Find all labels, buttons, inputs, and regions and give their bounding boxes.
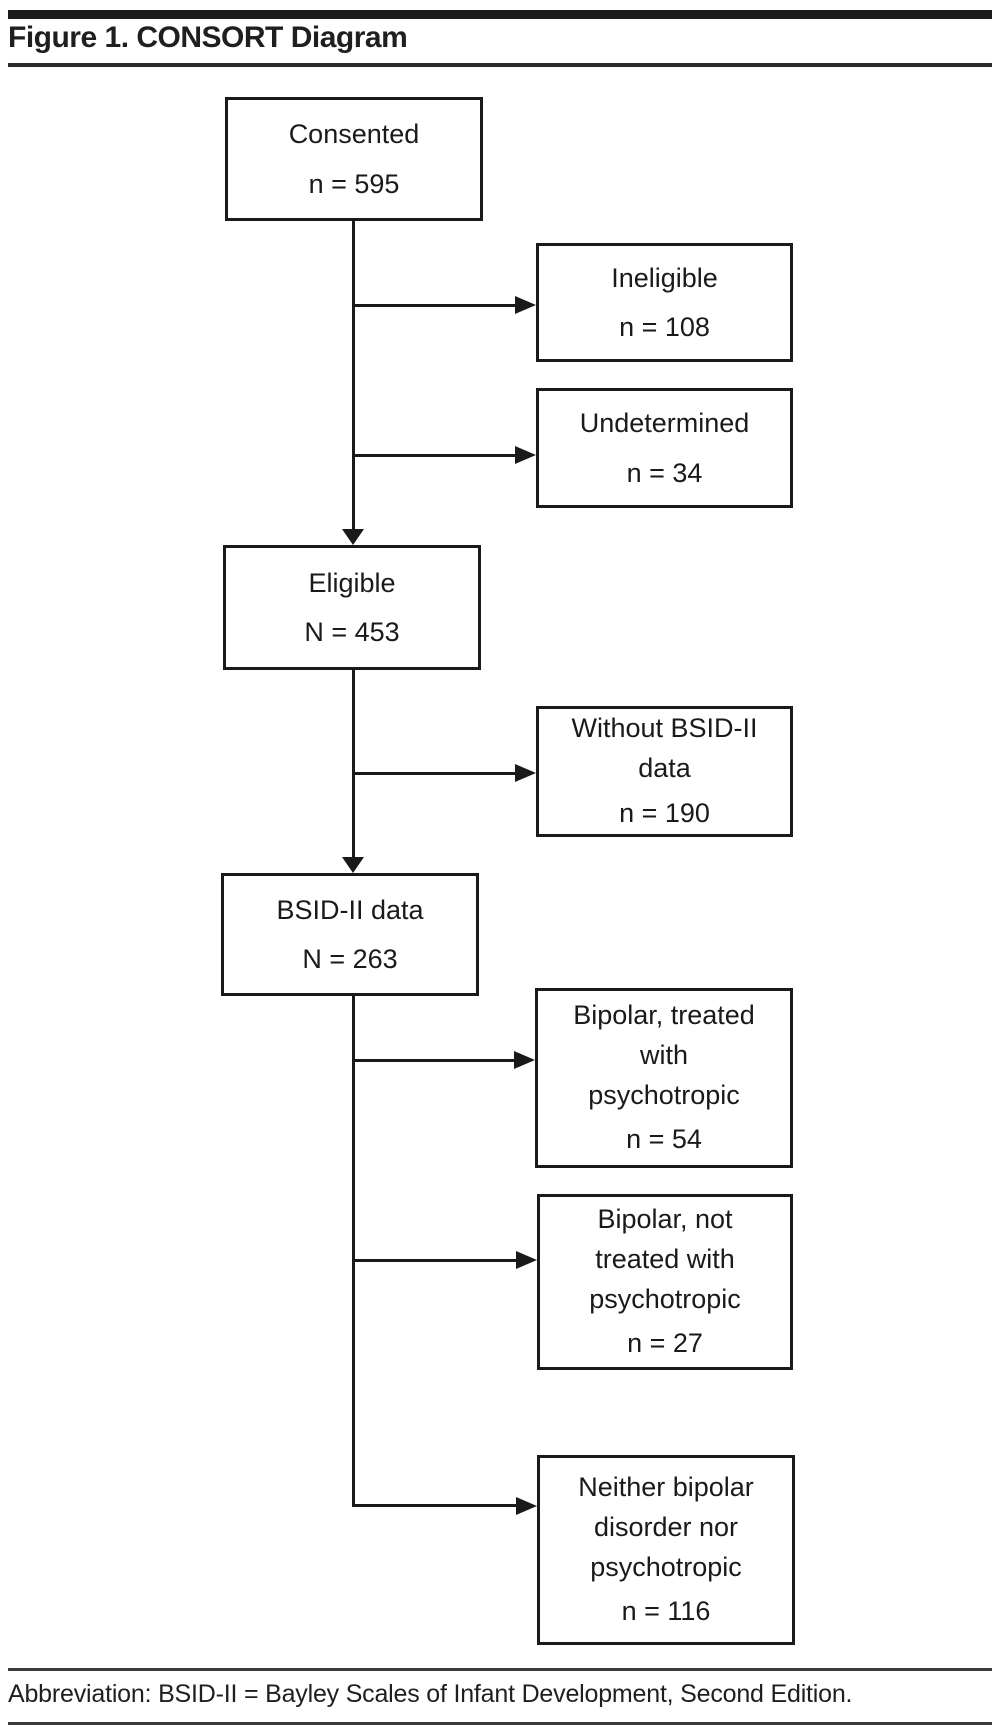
- node-label: Eligible: [308, 567, 396, 598]
- node-neither-text: Neither bipolar disorder nor psychotropi…: [578, 1468, 754, 1633]
- abbreviation-footnote: Abbreviation: BSID-II = Bayley Scales of…: [8, 1680, 853, 1708]
- node-label: psychotropic: [589, 1283, 741, 1314]
- arrow-right-icon: [514, 1051, 535, 1069]
- node-label: data: [638, 753, 691, 784]
- title-rule: [8, 63, 992, 67]
- node-label: Bipolar, treated: [573, 999, 755, 1030]
- node-label: Consented: [288, 119, 420, 150]
- arrow-down-icon: [342, 529, 364, 545]
- figure-title: Figure 1. CONSORT Diagram: [8, 21, 408, 54]
- node-label: psychotropic: [590, 1551, 742, 1582]
- node-label: psychotropic: [588, 1079, 740, 1110]
- connector-to-bipolar-untreated-line: [352, 1259, 518, 1262]
- node-label: disorder nor: [593, 1511, 739, 1542]
- node-count: n = 27: [627, 1328, 703, 1359]
- node-count: n = 54: [626, 1124, 702, 1155]
- arrow-right-icon: [515, 764, 536, 782]
- node-count: n = 116: [621, 1596, 711, 1627]
- connector-bsid-to-outcomes-line: [352, 996, 355, 1507]
- node-count: N = 263: [302, 944, 398, 974]
- arrow-down-icon: [342, 857, 364, 873]
- node-label: Ineligible: [611, 262, 718, 293]
- arrow-right-icon: [516, 1251, 537, 1269]
- node-without-bsid: Without BSID-II data n = 190: [536, 706, 793, 837]
- node-count: n = 595: [308, 168, 400, 199]
- node-count: N = 453: [304, 617, 400, 647]
- connector-to-ineligible-line: [352, 304, 517, 307]
- arrow-right-icon: [516, 1497, 537, 1515]
- node-undetermined-text: Undetermined n = 34: [580, 401, 750, 495]
- connector-to-neither-line: [352, 1504, 518, 1507]
- footnote-rule-bottom: [8, 1722, 992, 1725]
- footnote-rule-top: [8, 1668, 992, 1671]
- node-bipolar-untreated-text: Bipolar, not treated with psychotropic n…: [589, 1200, 741, 1365]
- node-bipolar-treated-text: Bipolar, treated with psychotropic n = 5…: [573, 996, 755, 1161]
- node-bsid-data-text: BSID-II data N = 263: [276, 888, 423, 982]
- node-bipolar-untreated: Bipolar, not treated with psychotropic n…: [537, 1194, 793, 1370]
- node-label: Undetermined: [579, 408, 750, 439]
- node-label: Neither bipolar: [578, 1471, 754, 1502]
- node-label: with: [639, 1039, 688, 1070]
- arrow-right-icon: [515, 296, 536, 314]
- node-eligible-text: Eligible N = 453: [304, 561, 399, 655]
- node-undetermined: Undetermined n = 34: [536, 388, 793, 508]
- node-ineligible: Ineligible n = 108: [536, 243, 793, 362]
- node-label: treated with: [595, 1243, 735, 1274]
- connector-consented-to-eligible-line: [352, 221, 355, 531]
- node-consented: Consented n = 595: [225, 97, 483, 221]
- connector-to-bipolar-treated-line: [352, 1059, 516, 1062]
- node-count: n = 108: [619, 312, 710, 342]
- arrow-right-icon: [515, 446, 536, 464]
- node-eligible: Eligible N = 453: [223, 545, 481, 670]
- node-count: n = 190: [619, 797, 710, 828]
- node-bsid-data: BSID-II data N = 263: [221, 873, 479, 996]
- node-label: Bipolar, not: [597, 1203, 733, 1234]
- node-count: n = 34: [626, 457, 703, 488]
- top-divider-bar: [8, 10, 992, 19]
- connector-to-undetermined-line: [352, 454, 517, 457]
- node-bipolar-treated: Bipolar, treated with psychotropic n = 5…: [535, 988, 793, 1168]
- node-ineligible-text: Ineligible n = 108: [611, 256, 718, 350]
- node-without-bsid-text: Without BSID-II data n = 190: [571, 709, 757, 834]
- node-neither: Neither bipolar disorder nor psychotropi…: [537, 1455, 795, 1645]
- connector-to-without-bsid-line: [352, 772, 517, 775]
- node-label: Without BSID-II: [571, 713, 758, 744]
- node-consented-text: Consented n = 595: [289, 112, 420, 206]
- node-label: BSID-II data: [276, 894, 424, 925]
- connector-eligible-to-bsid-line: [352, 670, 355, 859]
